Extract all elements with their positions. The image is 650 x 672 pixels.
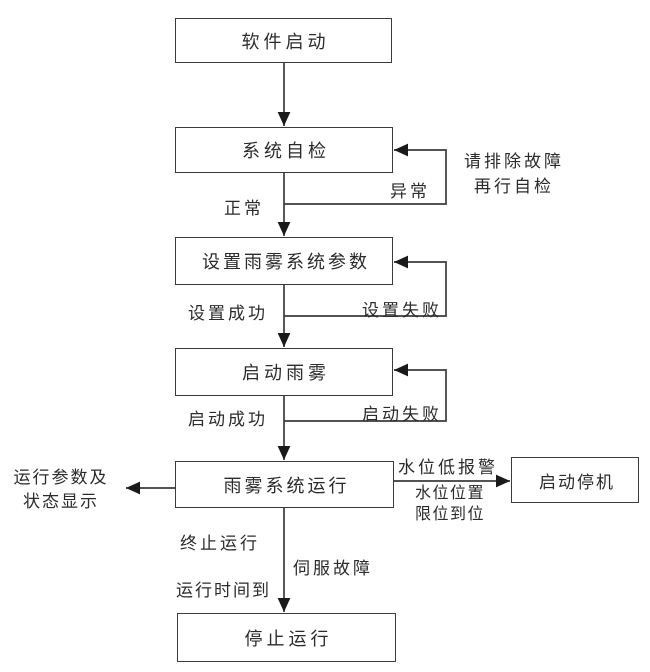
label-water-limit: 水位位置 限位到位 xyxy=(403,483,497,525)
node-system-self-check: 系统自检 xyxy=(175,127,393,173)
node-stop-running: 停止运行 xyxy=(177,613,396,662)
label-terminate: 终止运行 xyxy=(180,534,260,553)
label-water-limit-line2: 限位到位 xyxy=(414,506,485,523)
label-water-limit-line1: 水位位置 xyxy=(414,485,485,502)
label-normal: 正常 xyxy=(224,199,264,218)
node-software-start: 软件启动 xyxy=(175,18,392,63)
node-fog-system-running: 雨雾系统运行 xyxy=(175,461,394,508)
label-status-display-line1: 运行参数及 xyxy=(13,468,109,487)
label-fix-note-line2: 再行自检 xyxy=(474,177,554,196)
label-fix-note-line1: 请排除故障 xyxy=(464,152,564,171)
node-set-fog-params: 设置雨雾系统参数 xyxy=(175,237,393,285)
loop-setfail-to-setparams xyxy=(284,255,447,317)
label-status-display: 运行参数及 状态显示 xyxy=(2,466,120,514)
loop-startfail-to-startfog xyxy=(284,363,447,422)
label-servo-fault: 伺服故障 xyxy=(293,559,373,578)
label-start-fail: 启动失败 xyxy=(362,405,442,424)
label-water-low-alarm: 水位低报警 xyxy=(398,458,498,477)
label-set-fail: 设置失败 xyxy=(362,301,442,320)
label-set-success: 设置成功 xyxy=(188,304,268,323)
node-start-fog: 启动雨雾 xyxy=(175,348,393,396)
label-fix-note: 请排除故障 再行自检 xyxy=(448,149,580,199)
node-start-shutdown: 启动停机 xyxy=(511,457,639,503)
label-start-success: 启动成功 xyxy=(188,410,268,429)
loop-abnormal-to-selfcheck xyxy=(284,143,447,205)
label-abnormal: 异常 xyxy=(390,182,430,201)
label-status-display-line2: 状态显示 xyxy=(23,492,99,511)
label-time-up: 运行时间到 xyxy=(176,581,271,600)
